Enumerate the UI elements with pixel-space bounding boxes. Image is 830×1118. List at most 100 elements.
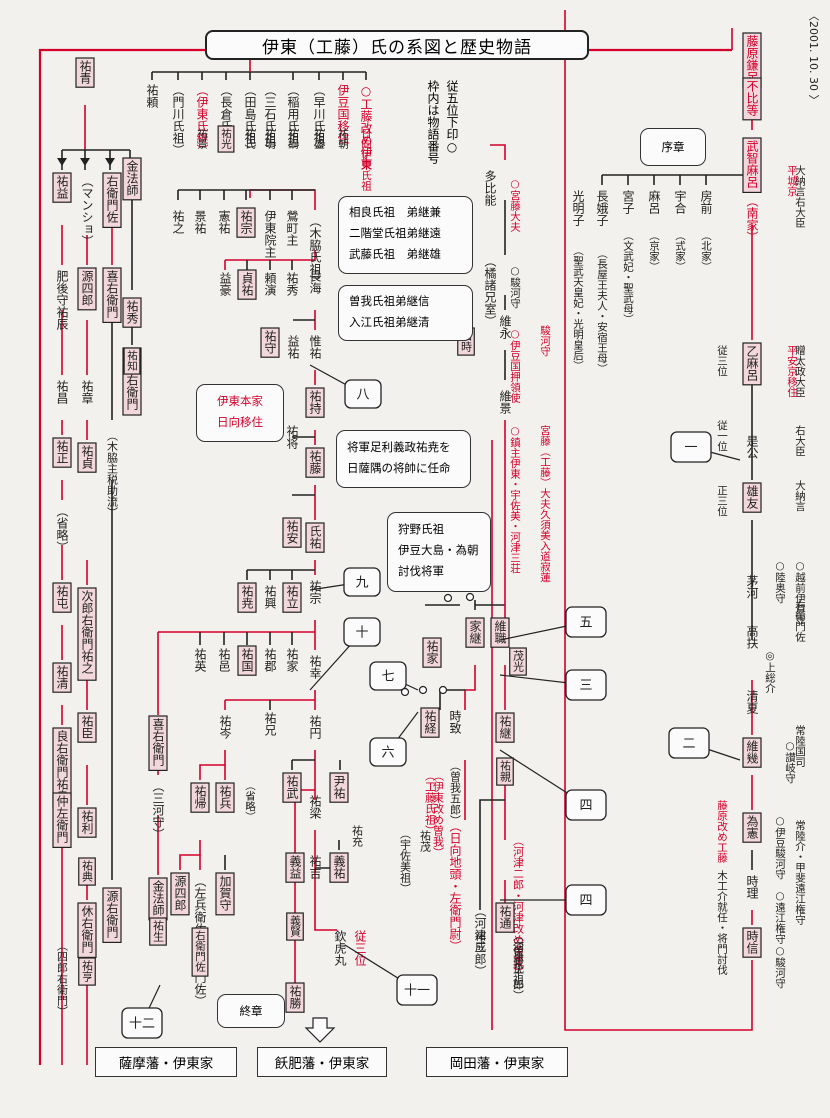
person-box [237,582,257,613]
person-name: 益祐 [286,335,300,359]
person-name: （門川氏祖） [171,84,185,156]
person-name: 維永 [498,315,512,339]
callout-number: 八 [356,388,369,403]
callout-box [343,567,381,597]
person-box [190,782,210,813]
annotation: ○伊豆駿河守 [774,815,786,880]
person-name: 祐梁 [308,795,322,819]
person-name: 祐吉 [308,855,322,880]
person-box [305,522,325,553]
callout-box [565,669,607,701]
callout-line: 将軍足利義政祐尭を [347,440,451,454]
person-name: （伊東氏継） [195,84,209,156]
person-name: 義益 [288,854,302,879]
person-box [282,772,302,803]
person-name: 不比等 [745,80,759,116]
person-box [329,772,349,803]
person-name: 乙麻呂 [745,345,759,381]
person-box [286,912,304,941]
callout-box [343,617,381,647]
lineage-line [179,840,201,870]
callout-shogun: 将軍足利義政祐尭を 日薩隅の将帥に任命 [336,430,471,488]
person-name: 祐昌 [55,380,69,404]
person-name: 清夏 [745,690,759,714]
person-name: 時致 [448,710,462,734]
callout-line: 狩野氏祖 [398,522,444,536]
callout-box [565,606,607,638]
person-name: 肥後守祐辰 [55,270,69,331]
person-box [742,482,762,513]
person-name: （京家） [648,230,660,272]
person-box [215,872,235,916]
person-name: （曽我五郎） [449,760,462,826]
callout-number: 九 [355,576,368,591]
person-name: 雄友 [745,484,759,509]
person-name: ○工藤改め伊東 [359,84,373,170]
lineage-line [199,750,226,780]
person-name: 祐兵 [218,785,232,809]
person-name: 家継 [468,619,482,644]
callout-box [121,1007,163,1039]
person-box [329,852,349,883]
annotation: 従三位 [716,344,728,376]
person-box [305,447,325,478]
person-name: 金法師 [151,879,165,916]
person-name: （日向地頭・左衛門尉） [448,820,462,952]
okada-box: 岡田藩・伊東家 [426,1047,568,1077]
rank-marker [438,685,448,695]
person-name: 祐亨 [81,960,94,982]
person-box [260,327,280,358]
person-name: 祐典 [81,860,94,883]
person-name: （南家） [745,195,759,243]
rank-marker [400,687,410,697]
person-box [742,812,762,843]
callout-line: 二階堂氏祖弟継遠 [349,226,441,240]
callout-kano: 狩野氏祖 伊豆大島・為朝 討伐将軍 [387,512,491,592]
person-box [495,712,515,743]
person-box [285,982,305,1013]
person-name: 憲祐 [217,209,231,234]
person-name: （北家） [700,230,712,272]
lineage-line [490,144,506,160]
lineage-line [564,10,753,1031]
person-name: 祐之 [171,210,185,234]
person-box [305,387,325,418]
person-name: （早川氏祖） [312,84,326,156]
annotation: 木工介就任・将門討伐 [716,870,728,975]
person-name: 祐光 [220,127,232,150]
person-box [52,582,72,613]
person-box [495,902,515,933]
person-name: （宇佐美祖） [399,828,412,894]
person-box [742,137,762,194]
person-name: （河津二郎・河津改め伊東） [512,835,525,978]
person-name: 惟祐 [308,335,322,359]
person-name: 良海 [308,269,322,294]
person-name: （式家） [674,230,686,272]
person-box [282,517,302,548]
person-name: 義賢 [289,914,302,938]
person-box [122,157,142,201]
person-name: 祐清 [55,665,69,690]
person-name: 祐興 [263,585,277,609]
callout-line: 伊豆大島・為朝 [398,543,479,557]
person-name: 日向伊東氏祖 [360,128,372,192]
page-title: 伊東（工藤）氏の系図と歴史物語 [205,30,589,60]
person-name: 氏祐 [308,525,322,549]
callout-line: 日向移住 [217,415,263,429]
person-name: 祐宗 [239,210,253,234]
person-box [78,957,96,986]
person-name: 祐勝 [288,985,302,1009]
person-name: 祐安 [285,520,299,544]
person-box [742,77,762,121]
annotation: 大納言右大臣 [794,164,806,228]
annotation: 駿河守 [539,324,551,357]
person-name: 祐通 [498,905,512,929]
person-name: 喜右衛門 [151,718,165,766]
obi-box: 飫肥藩・伊東家 [257,1047,387,1077]
person-name: 祐郡 [263,648,277,673]
annotation: 従一位 [716,419,728,451]
callout-number: 一 [684,441,697,456]
person-box [102,887,122,944]
lineage-line [479,799,505,880]
person-name: 仲左衛門 [55,795,69,843]
